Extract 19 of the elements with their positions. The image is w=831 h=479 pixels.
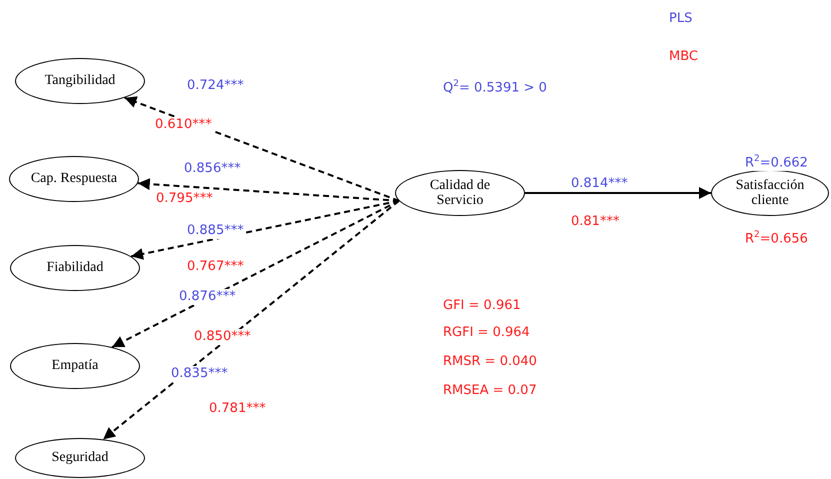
path-coefficient: 0.885*** [187, 223, 244, 239]
arrow [102, 200, 400, 440]
node-label: Calidad de Servicio [428, 178, 492, 208]
node-label: Satisfacción cliente [734, 178, 806, 208]
arrow [112, 200, 400, 348]
node-label: Empatía [52, 358, 98, 374]
path-coefficient: 0.850*** [194, 329, 251, 345]
statistic-text: Q$^{2}$= 0.5391 > 0 [443, 79, 547, 96]
node-label: Fiabilidad [46, 260, 104, 276]
path-coefficient: 0.610*** [155, 117, 212, 133]
node-label: Cap. Respuesta [30, 171, 118, 187]
path-coefficient: 0.876*** [179, 289, 236, 305]
ellipse-node [10, 245, 140, 291]
arrow [124, 96, 400, 202]
path-coefficient: 0.835*** [171, 366, 228, 382]
node-label: Seguridad [52, 450, 108, 466]
arrow [525, 187, 711, 199]
statistic-text: R$^{2}$=0.662 [745, 154, 808, 171]
node-label: Tangibilidad [44, 73, 116, 89]
